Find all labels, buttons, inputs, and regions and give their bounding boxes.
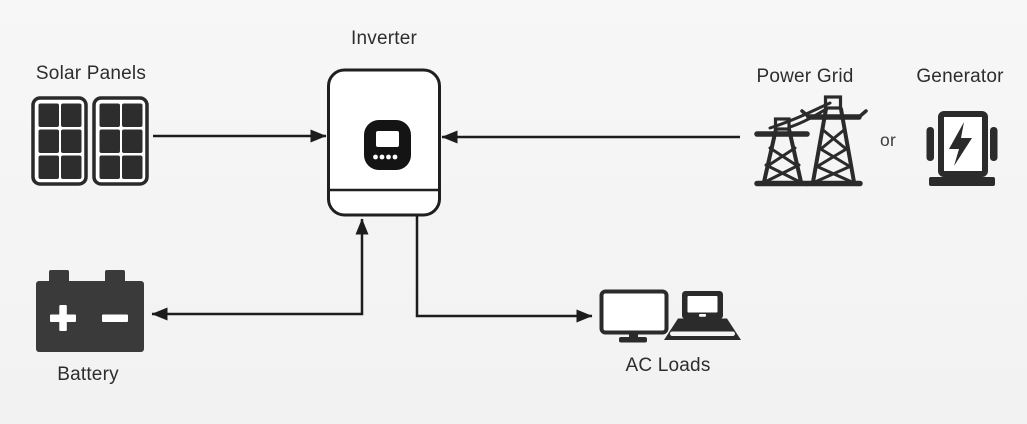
monitor-icon	[599, 289, 669, 343]
inverter-label: Inverter	[350, 28, 418, 49]
power-grid-icon	[754, 95, 868, 187]
arrow-inverter-battery-two-way	[151, 218, 369, 321]
battery-label: Battery	[57, 364, 119, 385]
battery-icon	[36, 270, 144, 352]
ac-loads-label: AC Loads	[625, 355, 711, 376]
lightning-bolt-icon	[949, 122, 972, 166]
arrow-inverter-to-ac-loads	[415, 214, 593, 323]
inverter-screen	[376, 131, 399, 147]
transmission-tower-tall	[800, 95, 868, 187]
inverter-icon	[327, 68, 441, 217]
generator-label: Generator	[916, 66, 1004, 87]
generator-icon	[926, 111, 998, 186]
solar-panels-icon	[31, 96, 149, 186]
power-lines	[768, 101, 832, 130]
solar-panel-right	[92, 96, 149, 186]
solar-panel-left	[31, 96, 88, 186]
solar-panels-label: Solar Panels	[35, 63, 147, 84]
inverter-buttons	[373, 154, 398, 160]
transmission-tower-small	[754, 117, 810, 187]
battery-minus-symbol	[102, 314, 128, 322]
battery-plus-symbol	[50, 305, 76, 331]
ac-loads-icon	[599, 289, 741, 343]
laptop-icon	[664, 291, 741, 340]
or-label: or	[880, 130, 896, 150]
power-grid-label: Power Grid	[756, 66, 854, 87]
